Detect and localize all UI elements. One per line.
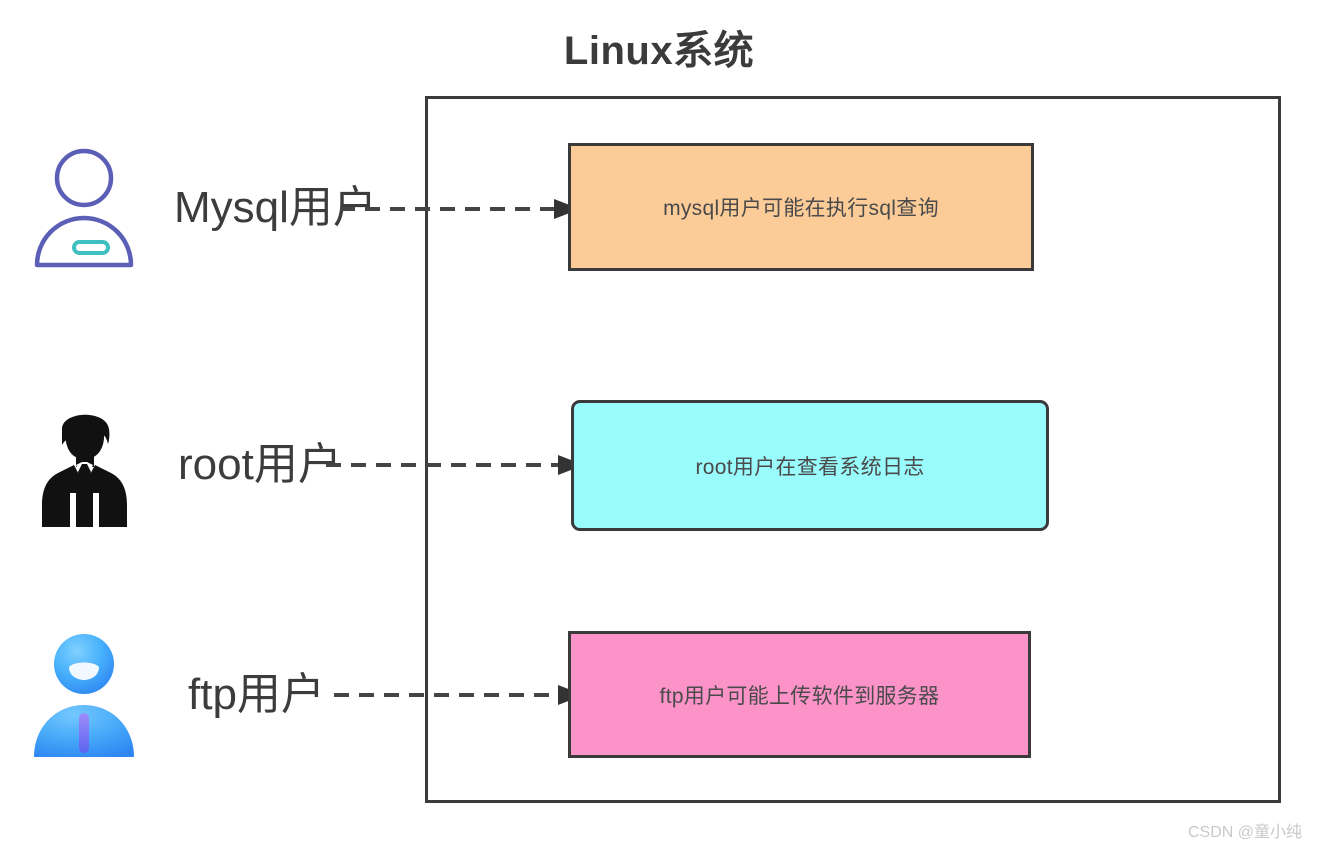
linux-system-container <box>425 96 1281 803</box>
activity-text-mysql: mysql用户可能在执行sql查询 <box>663 197 939 220</box>
watermark-text: CSDN @童小纯 <box>1187 824 1302 841</box>
actor-row-root: root用户 <box>30 390 342 540</box>
dashed-arrow-ftp <box>334 685 584 705</box>
dashed-arrow-mysql <box>340 199 580 219</box>
activity-box-mysql: mysql用户可能在执行sql查询 <box>568 143 1034 271</box>
user-avatar-blue-icon <box>34 634 134 757</box>
businessman-silhouette-icon <box>42 414 127 527</box>
activity-box-root: root用户在查看系统日志 <box>571 400 1049 531</box>
actor-row-ftp: ftp用户 <box>30 620 325 770</box>
page-title: Linux系统 <box>563 29 755 73</box>
activity-box-ftp: ftp用户可能上传软件到服务器 <box>568 631 1031 758</box>
actor-label-root: root用户 <box>178 440 342 489</box>
dashed-arrow-root <box>326 455 584 475</box>
user-outline-icon <box>34 148 134 268</box>
actor-label-ftp: ftp用户 <box>188 670 325 719</box>
actor-row-mysql: Mysql用户 <box>30 133 377 283</box>
activity-text-ftp: ftp用户可能上传软件到服务器 <box>659 684 940 708</box>
activity-text-root: root用户在查看系统日志 <box>695 455 925 479</box>
